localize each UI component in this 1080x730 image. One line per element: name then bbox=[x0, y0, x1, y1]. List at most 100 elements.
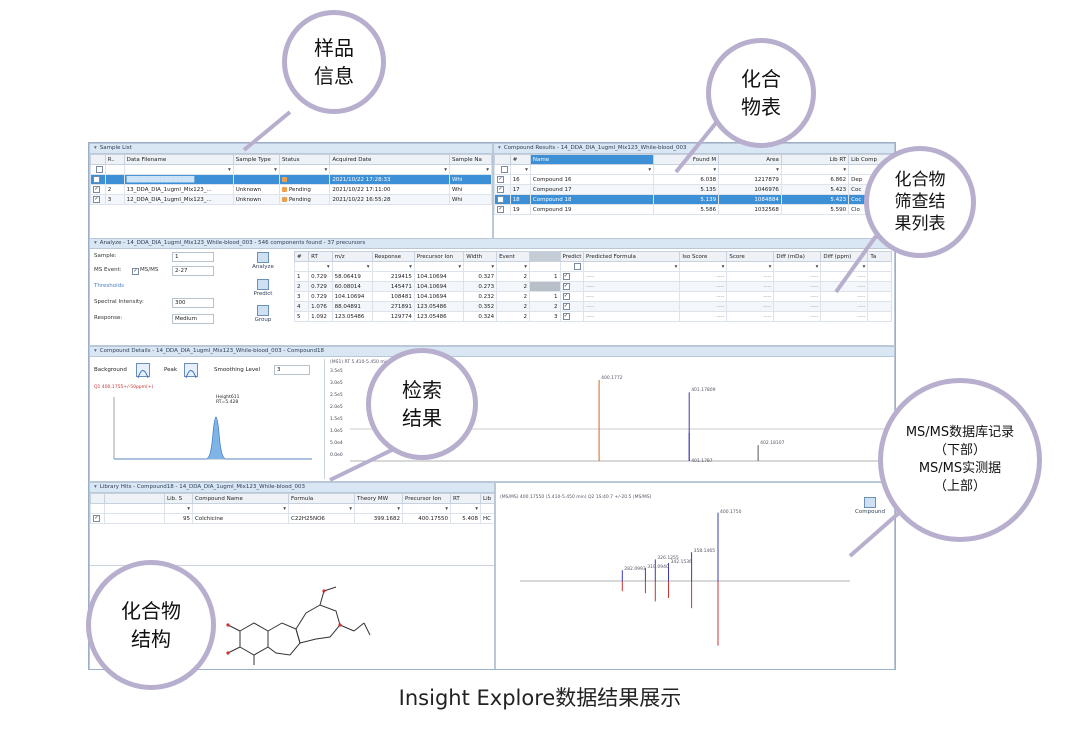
checkbox[interactable]: ✓ bbox=[562, 283, 570, 290]
status-icon bbox=[281, 196, 287, 202]
figure-caption: Insight Explore数据结果展示 bbox=[398, 686, 682, 710]
library-hits-title: ▾Library Hits - Compound18 - 14_DDA_DIA_… bbox=[90, 483, 494, 493]
collapse-icon[interactable]: ▾ bbox=[94, 145, 97, 151]
sample-field[interactable]: 1 bbox=[172, 252, 214, 262]
callout-text: 结构 bbox=[131, 627, 171, 651]
status-icon bbox=[281, 176, 287, 182]
compound-details-title-text: Compound Details - 14_DDA_DIA_1ugml_Mix1… bbox=[99, 348, 325, 354]
checkbox[interactable]: ✓ bbox=[497, 186, 504, 193]
msms-label: MS/MS bbox=[140, 267, 159, 273]
callout-search-result: 检索结果 bbox=[366, 348, 478, 460]
compound-index: 19 bbox=[509, 204, 531, 215]
msms-mirror-spectrum bbox=[520, 512, 850, 646]
checkbox[interactable]: ✓ bbox=[562, 303, 570, 310]
background-toggle[interactable] bbox=[136, 363, 150, 379]
analyze-button[interactable]: Analyze bbox=[248, 252, 278, 270]
checkbox[interactable]: ✓ bbox=[93, 176, 100, 183]
precursor-header: # RT m/z Response Precursor Ion Width Ev… bbox=[294, 251, 892, 262]
splitter[interactable] bbox=[324, 359, 325, 479]
checkbox[interactable]: ✓ bbox=[562, 313, 570, 320]
xic-label: Q1 400.1755+/-50ppm(+) bbox=[94, 385, 154, 390]
lib: HC bbox=[480, 513, 494, 524]
ms1-peak-label: 402.18107 bbox=[760, 441, 785, 447]
callout-text: 信息 bbox=[314, 64, 354, 88]
y-tick-label: 5.0e4 bbox=[330, 441, 343, 446]
smoothing-select[interactable]: 3 bbox=[274, 365, 310, 375]
callout-text: 物表 bbox=[741, 95, 781, 119]
group-button[interactable]: Group bbox=[248, 305, 278, 323]
checkbox[interactable]: ✓ bbox=[93, 186, 100, 193]
peak-toggle[interactable] bbox=[184, 363, 198, 379]
compound-details-panel: ▾Compound Details - 14_DDA_DIA_1ugml_Mix… bbox=[89, 346, 895, 482]
collapse-icon[interactable]: ▾ bbox=[94, 484, 97, 490]
callout-msms: MS/MS数据库记录（下部）MS/MS实测据（上部） bbox=[878, 378, 1042, 542]
sample-list-table: R.. Data Filename Sample Type Status Acq… bbox=[90, 154, 492, 205]
spectral-intensity-label: Spectral Intensity: bbox=[94, 299, 144, 305]
y-tick-label: 1.0e5 bbox=[330, 429, 343, 434]
compound-button-label: Compound bbox=[855, 509, 885, 515]
ms1-peak-label: 401.17809 bbox=[691, 388, 716, 394]
analyze-icon bbox=[257, 252, 269, 263]
table-row[interactable]: ✓ 19 Compound 19 5.586 1032568 5.590 Clo bbox=[494, 204, 894, 215]
analyze-panel: ▾Analyze - 14_DDA_DIA_1ugml_Mix123_While… bbox=[89, 238, 895, 346]
checkbox[interactable]: ✓ bbox=[93, 515, 100, 522]
msms-checkbox[interactable]: ✓ bbox=[132, 268, 139, 275]
collapse-icon[interactable]: ▾ bbox=[498, 145, 501, 151]
callout-text: 检索 bbox=[402, 378, 442, 402]
callout-text: MS/MS实测据 bbox=[918, 461, 1002, 476]
sample-list-header: R.. Data Filename Sample Type Status Acq… bbox=[90, 154, 492, 165]
callout-structure: 化合物结构 bbox=[86, 560, 216, 690]
spectral-intensity-field[interactable]: 300 bbox=[172, 298, 214, 308]
checkbox[interactable] bbox=[500, 166, 508, 173]
checkbox[interactable]: ✓ bbox=[562, 293, 570, 300]
msms-peak-label: 310.0940 bbox=[647, 565, 669, 571]
callout-screening-results: 化合物筛查结果列表 bbox=[864, 146, 976, 258]
analyze-title: ▾Analyze - 14_DDA_DIA_1ugml_Mix123_While… bbox=[90, 239, 894, 249]
checkbox[interactable]: ✓ bbox=[497, 176, 504, 183]
table-row[interactable]: ✓ 95 Colchicine C22H25NO6 399.1682 400.1… bbox=[90, 513, 494, 524]
predict-button[interactable]: Predict bbox=[248, 279, 278, 297]
checkbox[interactable]: ✓ bbox=[562, 273, 570, 280]
ms-event-field[interactable]: 2-27 bbox=[172, 266, 214, 276]
peak-annotation: Height611 RT=5.428 bbox=[216, 395, 240, 405]
y-tick-label: 3.0e5 bbox=[330, 381, 343, 386]
status-text: Pending bbox=[288, 196, 311, 203]
library-hits-title-text: Library Hits - Compound18 - 14_DDA_DIA_1… bbox=[99, 484, 306, 490]
sample-name: Whi bbox=[448, 194, 492, 205]
compound-button[interactable]: Compound bbox=[852, 497, 888, 515]
compound-structure-drawing bbox=[226, 586, 371, 665]
response-label: Response: bbox=[94, 315, 123, 321]
table-row[interactable]: ✓ 3 12_DDA_DIA_1ugml_Mix123_... Unknown … bbox=[90, 194, 492, 205]
callout-text: （上部） bbox=[933, 479, 986, 494]
checkbox[interactable] bbox=[574, 263, 582, 270]
collapse-icon[interactable]: ▾ bbox=[94, 240, 97, 246]
lib-rt: 5.590 bbox=[780, 204, 850, 215]
msms-peak-label: 326.1255 bbox=[657, 556, 679, 562]
sample-list-title-text: Sample List bbox=[99, 145, 132, 151]
y-tick-label: 2.5e5 bbox=[330, 393, 343, 398]
sample-list-panel: ▾Sample List R.. Data Filename Sample Ty… bbox=[89, 143, 493, 239]
checkbox[interactable] bbox=[95, 166, 103, 173]
compound-results-title-text: Compound Results - 14_DDA_DIA_1ugml_Mix1… bbox=[503, 145, 687, 151]
analyze-title-text: Analyze - 14_DDA_DIA_1ugml_Mix123_While-… bbox=[99, 240, 366, 246]
msms-peak-label: 282.0993 bbox=[624, 567, 646, 573]
analyze-button-label: Analyze bbox=[252, 264, 274, 270]
found-mass: 5.586 bbox=[653, 204, 720, 215]
splitter[interactable] bbox=[90, 565, 494, 566]
msms-peak-label: 358.1465 bbox=[693, 549, 716, 555]
checkbox[interactable]: ✓ bbox=[93, 196, 100, 203]
filter-row: ▾▾▾▾▾▾ bbox=[494, 164, 894, 175]
callout-text: 化合物 bbox=[894, 170, 946, 190]
callout-sample-info: 样品信息 bbox=[282, 10, 386, 114]
checkbox[interactable]: ✓ bbox=[497, 206, 504, 213]
checkbox[interactable]: ✓ bbox=[497, 196, 504, 203]
group-button-label: Group bbox=[254, 317, 272, 323]
response-select[interactable]: Medium bbox=[172, 314, 214, 324]
table-row[interactable]: ✓ 2 13_DDA_DIA_1ugml_Mix123_... Unknown … bbox=[90, 184, 492, 195]
msms-peak-label: 400.1750 bbox=[720, 509, 742, 515]
collapse-icon[interactable]: ▾ bbox=[94, 348, 97, 354]
